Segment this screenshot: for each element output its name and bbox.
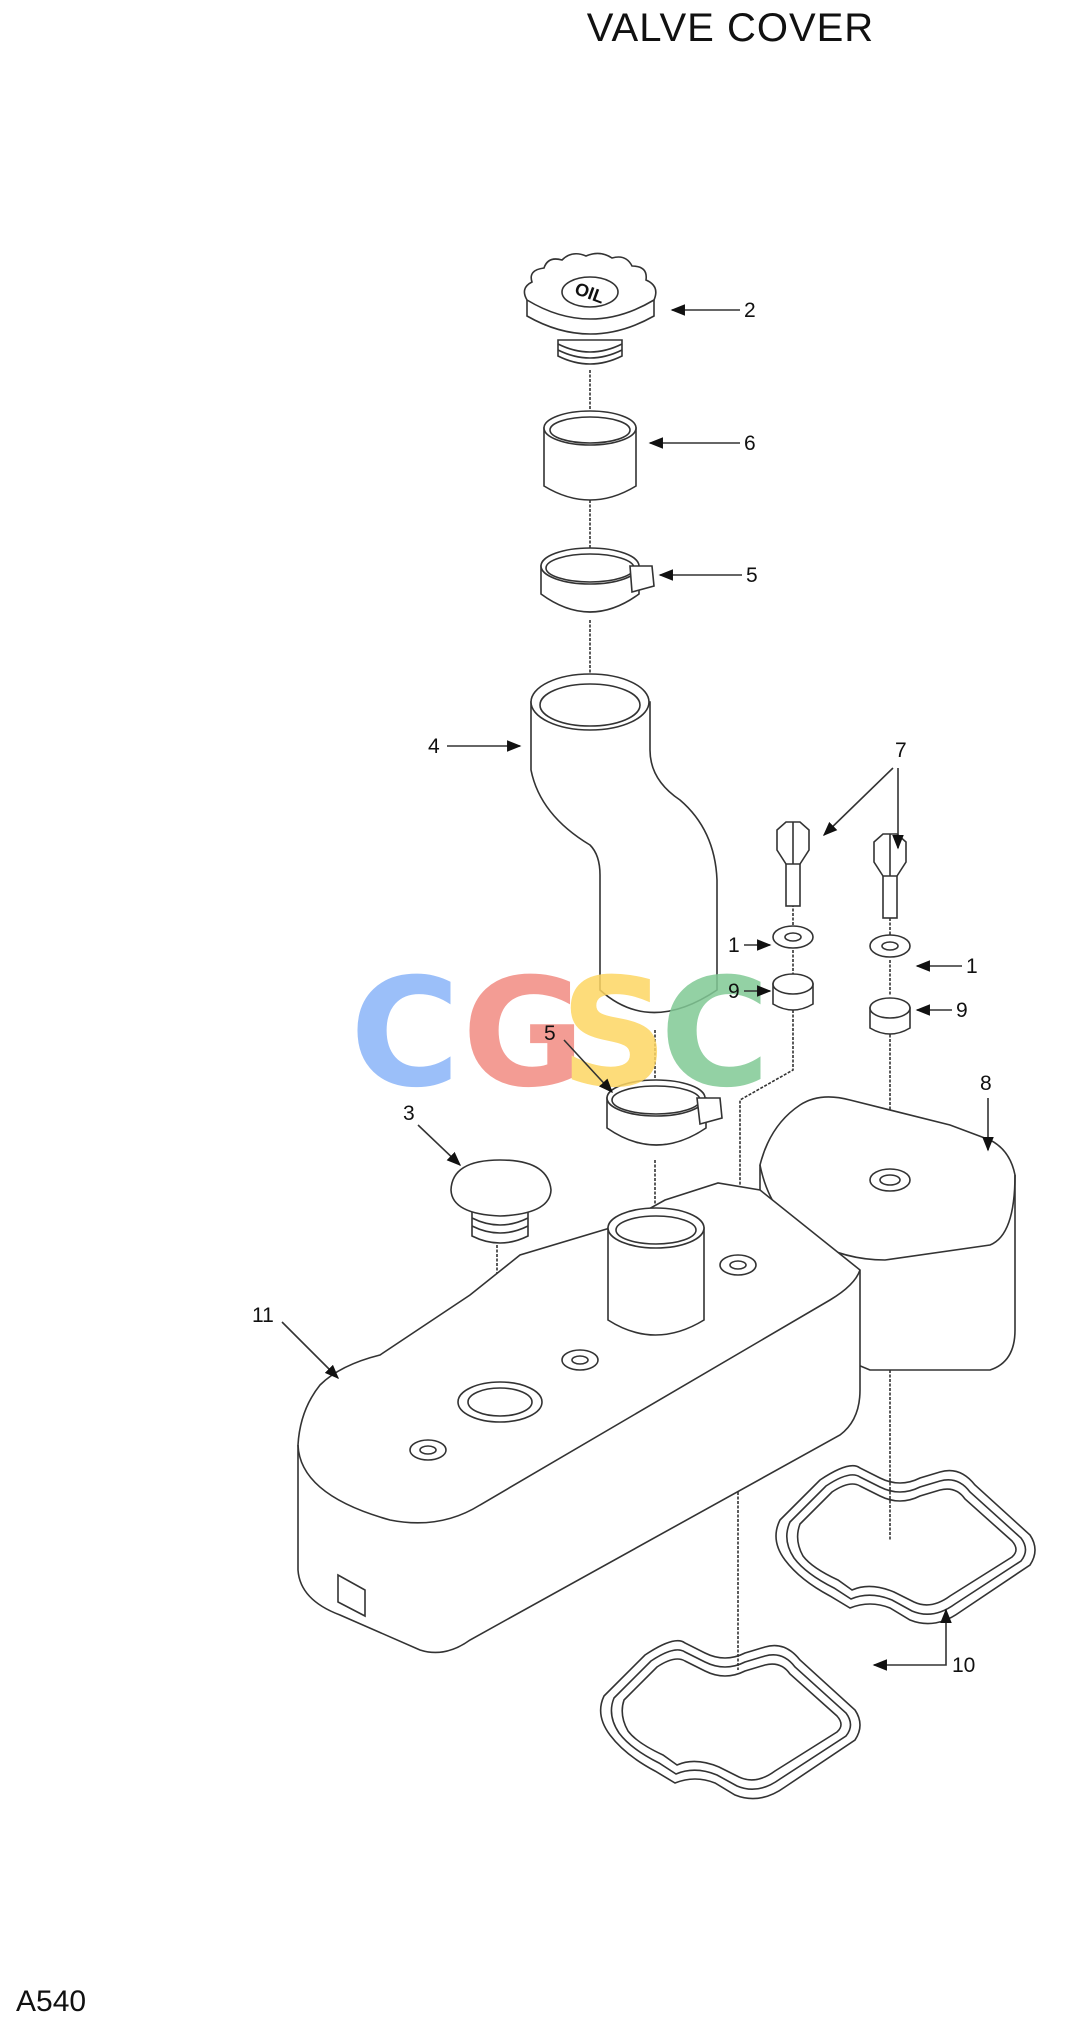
washer-right (869, 934, 911, 958)
grommet-left (772, 973, 814, 1011)
oil-filler-cap: OIL (523, 252, 657, 365)
callout-label: 9 (728, 980, 740, 1003)
assembly-lines (496, 370, 891, 1670)
callout-label: 7 (895, 739, 907, 762)
page-title: VALVE COVER (586, 6, 875, 50)
callout-label: 3 (403, 1102, 415, 1125)
callout-label: 11 (252, 1304, 274, 1327)
callout-label: 9 (956, 999, 968, 1022)
callout-label: 4 (428, 735, 440, 758)
callout-label: 10 (952, 1654, 975, 1677)
callout-label: 5 (544, 1022, 556, 1045)
watermark-letter: G (462, 947, 585, 1121)
valve-cover-left (297, 1182, 861, 1654)
callout-label: 8 (980, 1072, 992, 1095)
callout-label: 5 (746, 564, 758, 587)
hose-clamp-upper (540, 547, 655, 613)
grommet-right (869, 997, 911, 1035)
bolt-left (776, 821, 810, 907)
filler-bushing (543, 410, 637, 501)
callout-label: 2 (744, 299, 756, 322)
bolt-right (873, 833, 907, 919)
gasket-left (599, 1639, 861, 1800)
gasket-right (775, 1464, 1036, 1625)
hose-clamp-lower (606, 1079, 723, 1146)
watermark-letter: C (350, 947, 460, 1121)
washer-left (772, 925, 814, 949)
watermark-letter: C (660, 947, 770, 1121)
page-code: A540 (16, 1985, 87, 2018)
blind-plug (450, 1159, 552, 1244)
callout-label: 6 (744, 432, 756, 455)
callouts: 2 6 5 4 7 1 1 9 9 5 8 3 11 (252, 299, 994, 1677)
callout-label: 1 (728, 934, 740, 957)
callout-label: 1 (966, 955, 978, 978)
watermark: C G S C (350, 947, 770, 1121)
watermark-letter: S (560, 947, 668, 1121)
filler-hose (530, 673, 718, 1014)
